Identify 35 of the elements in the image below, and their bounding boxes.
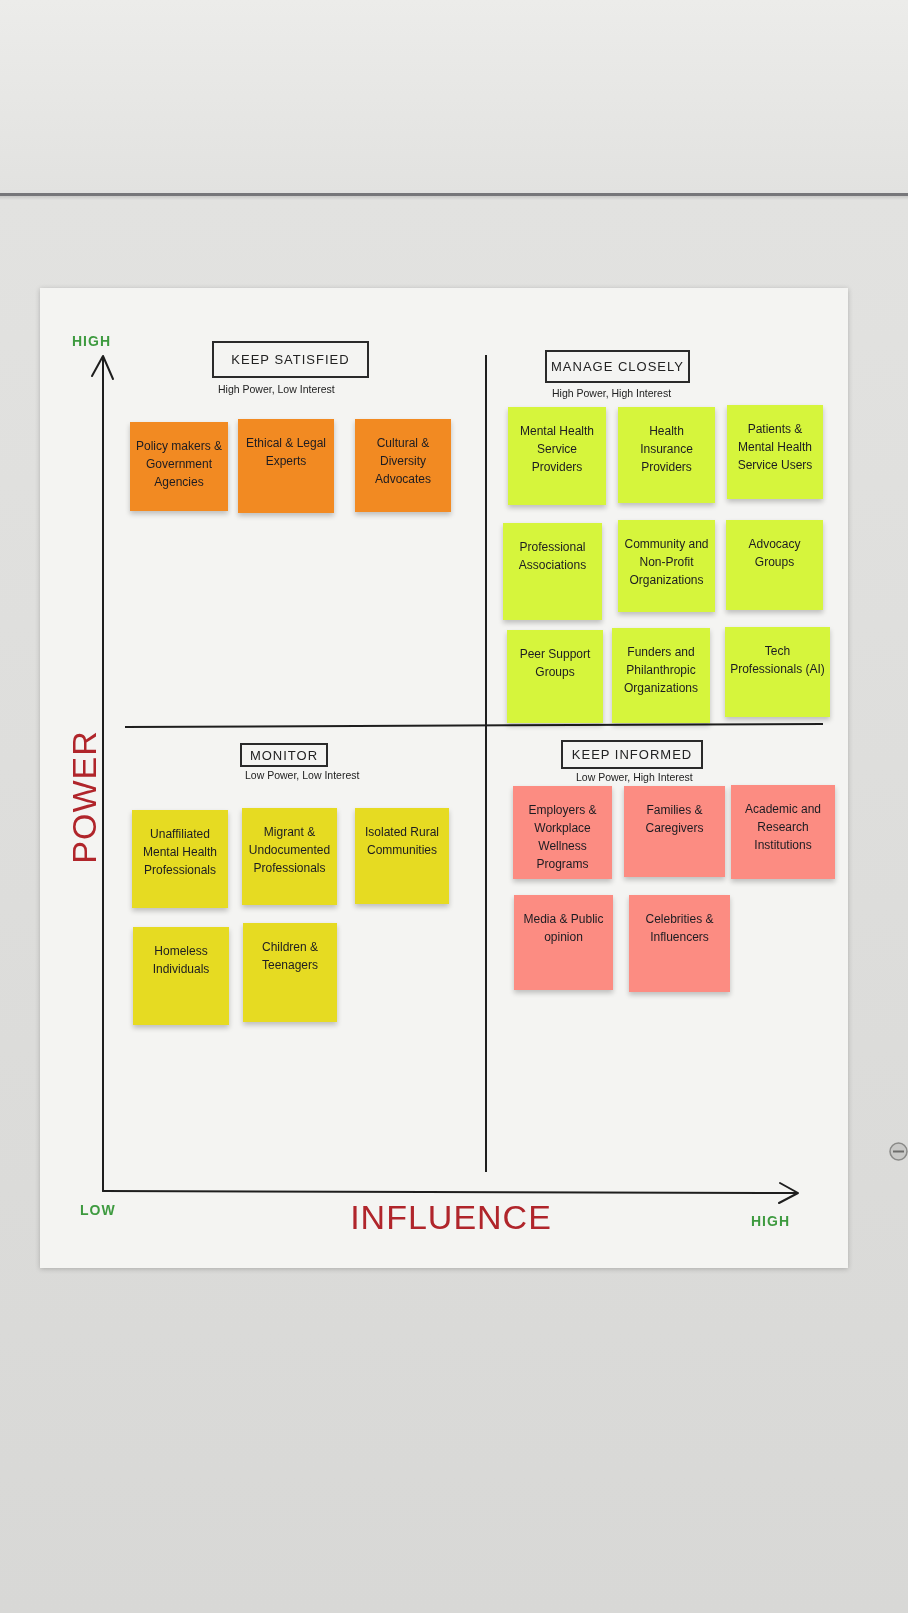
sticky-note: Patients & Mental Health Service Users [727, 405, 823, 499]
sticky-note: Peer Support Groups [507, 630, 603, 723]
sticky-note: Advocacy Groups [726, 520, 823, 610]
axis-title: POWER [64, 730, 104, 864]
sticky-note: Academic and Research Institutions [731, 785, 835, 879]
quadrant-subtitle: High Power, Low Interest [218, 383, 335, 395]
sticky-note: Homeless Individuals [133, 927, 229, 1025]
sticky-note: Tech Professionals (AI) [725, 627, 830, 717]
quadrant-subtitle: Low Power, High Interest [576, 771, 693, 783]
quadrant-title: MONITOR [240, 743, 328, 767]
axis-title: INFLUENCE [350, 1198, 552, 1237]
quadrant-title: KEEP INFORMED [561, 740, 703, 769]
sticky-note: Policy makers & Government Agencies [130, 422, 228, 511]
sticky-note: Isolated Rural Communities [355, 808, 449, 904]
quadrant-title: MANAGE CLOSELY [545, 350, 690, 383]
sticky-note: Unaffiliated Mental Health Professionals [132, 810, 228, 908]
sticky-note: Mental Health Service Providers [508, 407, 606, 505]
quadrant-title: KEEP SATISFIED [212, 341, 369, 378]
axis-end-label: HIGH [751, 1213, 790, 1229]
sticky-note: Migrant & Undocumented Professionals [242, 808, 337, 905]
quadrant-subtitle: High Power, High Interest [552, 387, 672, 399]
sticky-note: Health Insurance Providers [618, 407, 715, 503]
sticky-note: Community and Non-Profit Organizations [618, 520, 715, 612]
sticky-note: Children & Teenagers [243, 923, 337, 1022]
axis-end-label: HIGH [72, 333, 111, 349]
sticky-note: Professional Associations [503, 523, 602, 620]
sticky-note: Cultural & Diversity Advocates [355, 419, 451, 512]
sticky-note: Employers & Workplace Wellness Programs [513, 786, 612, 879]
sticky-note: Ethical & Legal Experts [238, 419, 334, 513]
axis-end-label: LOW [80, 1202, 116, 1218]
sticky-note: Families & Caregivers [624, 786, 725, 877]
sticky-note: Media & Public opinion [514, 895, 613, 990]
sticky-note: Celebrities & Influencers [629, 895, 730, 992]
quadrant-subtitle: Low Power, Low Interest [245, 769, 360, 781]
sticky-note: Funders and Philanthropic Organizations [612, 628, 710, 723]
